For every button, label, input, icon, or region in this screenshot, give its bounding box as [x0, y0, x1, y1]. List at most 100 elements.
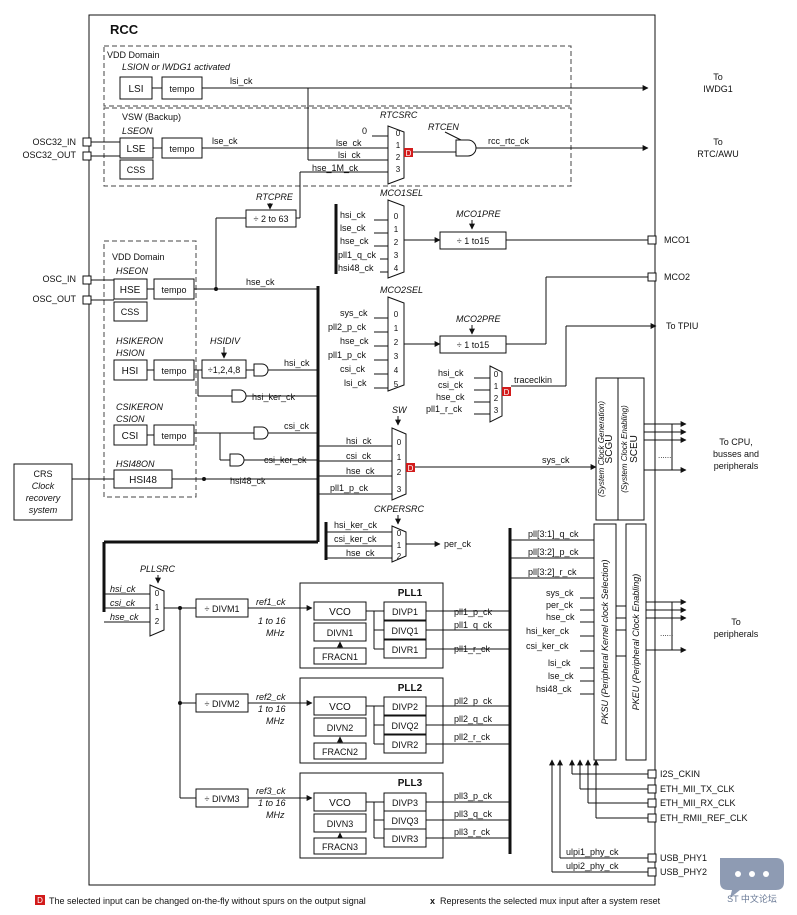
- pll1-p-out: pll1_p_ck: [454, 607, 493, 617]
- hsidiv-label: HSIDIV: [210, 336, 241, 346]
- sw-idx-1: 1: [397, 453, 402, 462]
- osc-out-label: OSC_OUT: [32, 294, 76, 304]
- crs-l3: recovery: [26, 493, 61, 503]
- csi-ker-gate: [229, 453, 245, 467]
- rtcsrc-label: RTCSRC: [380, 110, 418, 120]
- crs-l4: system: [29, 505, 58, 515]
- pll3-q-out: pll3_q_ck: [454, 809, 493, 819]
- pll3-fracn-label: FRACN3: [322, 842, 358, 852]
- divm1-label: ÷ DIVM1: [205, 604, 240, 614]
- pll2-divn-label: DIVN2: [327, 723, 354, 733]
- pllsrc-in-0: hsi_ck: [110, 584, 136, 594]
- sceu-block: [617, 377, 645, 521]
- i2s-ckin-label: I2S_CKIN: [660, 769, 700, 779]
- rcc-frame: [88, 14, 656, 886]
- pll3-divq-label: DIVQ3: [391, 816, 418, 826]
- sw-in-0: hsi_ck: [346, 436, 372, 446]
- pksu-in-10: hsi48_ck: [536, 684, 572, 694]
- csi-ker-ck-label: csi_ker_ck: [264, 455, 307, 465]
- mco1pre-divider-label: ÷ 1 to15: [457, 236, 489, 246]
- usb-phy2-label: USB_PHY2: [660, 867, 707, 877]
- mco1-pin: [647, 235, 657, 245]
- vdd-domain-top: [103, 45, 572, 107]
- hsidiv-divider: [201, 359, 247, 379]
- hsidiv-divider-label: ÷1,2,4,8: [208, 365, 240, 375]
- mco2-idx-2: 2: [394, 338, 399, 347]
- hsi48-ck-label: hsi48_ck: [230, 476, 266, 486]
- rtcsrc-in-3: hse_1M_ck: [312, 163, 359, 173]
- ckper-idx-2: 2: [397, 552, 402, 561]
- mco1-idx-0: 0: [394, 212, 399, 221]
- lsi-tempo-label: tempo: [169, 84, 194, 94]
- lse-css-label: CSS: [127, 165, 146, 175]
- pll3-vco-label: VCO: [329, 798, 351, 809]
- pll2-divr-label: DIVR2: [392, 740, 419, 750]
- i2s-ckin-pin: [647, 769, 657, 779]
- ckper-idx-0: 0: [397, 529, 402, 538]
- rtcsrc-glitchfree-d: [404, 148, 413, 157]
- ref3-ck-label: ref3_ck: [256, 786, 286, 796]
- rtcsrc-in-1: lse_ck: [336, 138, 362, 148]
- osc-out-pin: [82, 295, 92, 305]
- ckper-in-2: hse_ck: [346, 548, 375, 558]
- hse-label: HSE: [120, 285, 141, 296]
- lsi-label: LSI: [128, 84, 143, 95]
- mco2-idx-1: 1: [394, 324, 399, 333]
- pll2-fracn-label: FRACN2: [322, 747, 358, 757]
- pll1-r-out: pll1_r_ck: [454, 644, 491, 654]
- sw-d-label: D: [408, 464, 414, 473]
- to-periph-l2: peripherals: [714, 629, 759, 639]
- to-tpiu-label: To TPIU: [666, 321, 698, 331]
- ref2-range-l1: 1 to 16: [258, 704, 286, 714]
- csi-tempo-label: tempo: [161, 431, 186, 441]
- mco2pre-label: MCO2PRE: [456, 314, 502, 324]
- pll1-fracn-label: FRACN1: [322, 652, 358, 662]
- rtcsrc-idx-0: 0: [396, 129, 401, 138]
- pksu-in-4: per_ck: [546, 600, 574, 610]
- legend-x-text: Represents the selected mux input after …: [440, 896, 661, 906]
- pllsrc-inputs: hsi_ck csi_ck hse_ck 0 1 2: [110, 584, 160, 626]
- sw-idx-0: 0: [397, 438, 402, 447]
- mco1-idx-1: 1: [394, 225, 399, 234]
- to-periph-arrows: [646, 599, 687, 653]
- ref3-range-l2: MHz: [266, 810, 285, 820]
- to-cpu-l1: To CPU,: [719, 437, 753, 447]
- sceu-sub: (System Clock Enabling): [620, 405, 629, 493]
- csikeron-label: CSIKERON: [116, 402, 164, 412]
- per-ck-label: per_ck: [444, 539, 472, 549]
- hse-ck-label: hse_ck: [246, 277, 275, 287]
- vdd-domain2-label: VDD Domain: [112, 252, 165, 262]
- pkeu-label: PKEU (Peripheral Clock Enabling): [631, 574, 641, 711]
- osc32-in-pin: [82, 137, 92, 147]
- pll1-title: PLL1: [398, 588, 423, 599]
- to-rtc-l2: RTC/AWU: [697, 149, 739, 159]
- hsi-ker-ck-label: hsi_ker_ck: [252, 392, 296, 402]
- pksu-inputs: pll[3:1]_q_ck pll[3:2]_p_ck pll[3:2]_r_c…: [526, 529, 579, 694]
- sw-in-2: hse_ck: [346, 466, 375, 476]
- pllsrc-idx-0: 0: [155, 589, 160, 598]
- rtcen-label: RTCEN: [428, 122, 459, 132]
- vdd-domain-left: [103, 240, 197, 498]
- csi-gate: [253, 426, 269, 440]
- mco2-in-3: pll1_p_ck: [328, 350, 367, 360]
- pksu-in-9: lse_ck: [548, 671, 574, 681]
- lsi-ck-label: lsi_ck: [230, 76, 253, 86]
- ref2-ck-label: ref2_ck: [256, 692, 286, 702]
- mco1-in-3: pll1_q_ck: [338, 250, 377, 260]
- legend-d-marker: [35, 895, 45, 905]
- ref1-ck-label: ref1_ck: [256, 597, 286, 607]
- hse-tempo-label: tempo: [161, 285, 186, 295]
- chat-bubble-icon: [720, 858, 784, 898]
- lse-css-box: [119, 159, 154, 180]
- pllsrc-label: PLLSRC: [140, 564, 176, 574]
- hsi-tempo-label: tempo: [161, 366, 186, 376]
- scgu-label: SCGU: [604, 435, 615, 464]
- pllsrc-in-1: csi_ck: [110, 598, 136, 608]
- mco1-in-1: lse_ck: [340, 223, 366, 233]
- pll3-title: PLL3: [398, 778, 423, 789]
- mco2-in-1: pll2_p_ck: [328, 322, 367, 332]
- pksu-input-lines: [510, 539, 594, 695]
- crs-l1: CRS: [33, 469, 52, 479]
- rtcsrc-d-label: D: [406, 149, 412, 158]
- hseon-label: HSEON: [116, 266, 149, 276]
